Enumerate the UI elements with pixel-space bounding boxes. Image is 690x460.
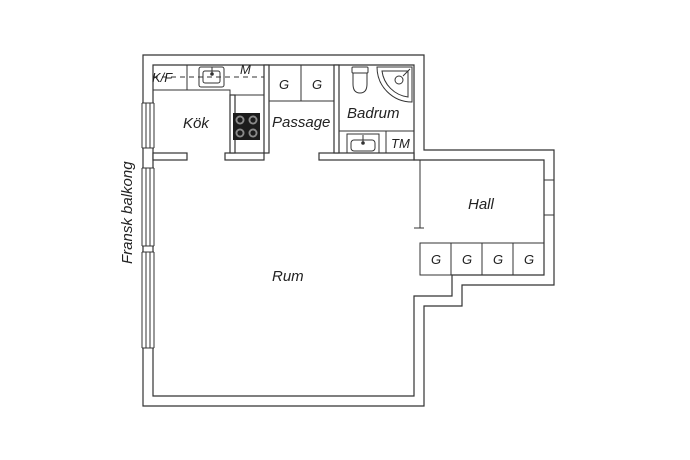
badrum-label: Badrum: [347, 105, 400, 122]
wardrobe-label: G: [462, 252, 472, 267]
window-upper: [141, 102, 155, 149]
rum-label: Rum: [272, 268, 304, 285]
hall-wardrobes: [419, 242, 545, 276]
balcony-label: Fransk balkong: [119, 161, 136, 264]
kitchen-counter: [153, 65, 264, 96]
balcony-door: [141, 167, 155, 247]
hall-wall-details: [414, 160, 554, 229]
kf-label: K/F: [152, 70, 173, 85]
toilet-icon: [351, 66, 369, 94]
m-label: M: [240, 62, 251, 77]
stove-icon: [233, 113, 260, 140]
wardrobe-label: G: [431, 252, 441, 267]
bathroom-sink-icon: [346, 133, 380, 154]
passage-label: Passage: [272, 114, 330, 131]
outer-walls: [142, 54, 555, 407]
tm-label: TM: [391, 136, 410, 151]
shower-icon: [376, 66, 413, 103]
wardrobe-label: G: [524, 252, 534, 267]
kok-label: Kök: [183, 115, 210, 132]
kitchen-sink-icon: [198, 66, 225, 88]
wardrobe-label: G: [312, 77, 322, 92]
hall-label: Hall: [468, 196, 495, 213]
window-lower: [141, 251, 155, 349]
wardrobe-label: G: [493, 252, 503, 267]
wardrobe-label: G: [279, 77, 289, 92]
